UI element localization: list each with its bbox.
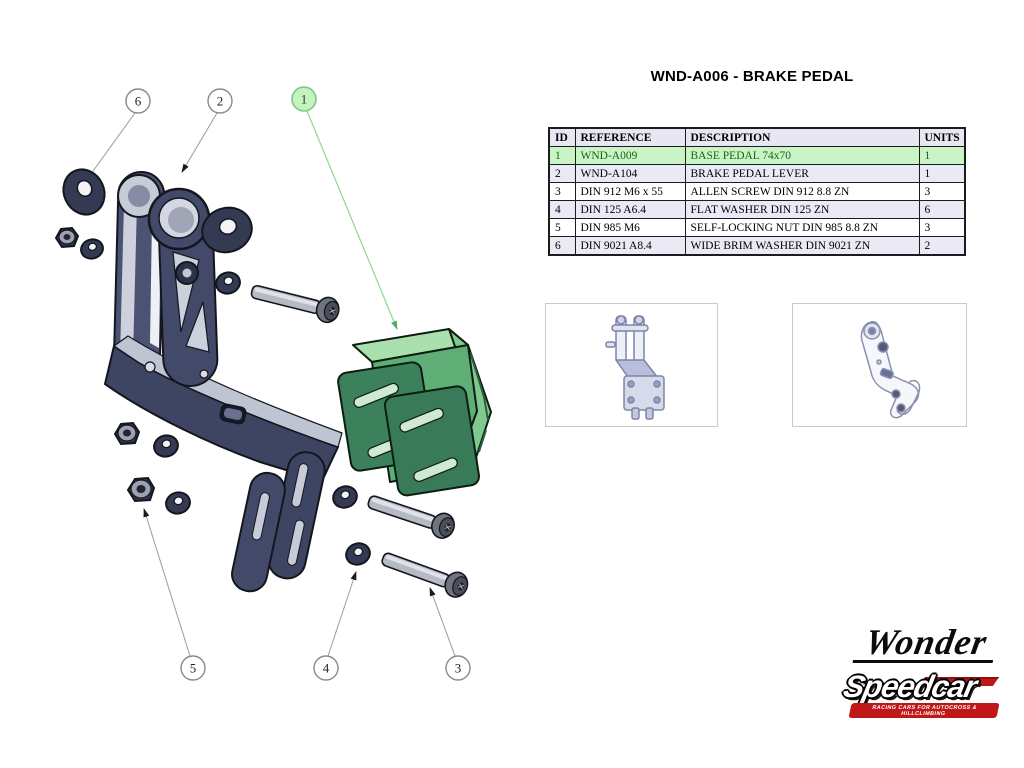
speedcar-logo: Speedcar RACING CARS FOR AUTOCROSS & HIL… xyxy=(840,669,1006,718)
self-locking-nut-graphic xyxy=(54,226,80,249)
cell-description: SELF-LOCKING NUT DIN 985 8.8 ZN xyxy=(684,218,920,237)
cell-reference: DIN 125 A6.4 xyxy=(574,200,686,219)
allen-screw-graphic xyxy=(250,284,340,324)
callout-6-label: 6 xyxy=(135,94,142,109)
leader-line-2 xyxy=(181,112,218,173)
thumbnail-assembly-front-view xyxy=(545,303,718,427)
callout-2-label: 2 xyxy=(217,94,224,109)
allen-screw-graphic xyxy=(381,552,469,598)
speedcar-tagline: RACING CARS FOR AUTOCROSS & HILLCLIMBING xyxy=(848,703,1000,718)
column-header-units: UNITS xyxy=(918,127,966,147)
washers xyxy=(62,168,371,566)
allen-screws xyxy=(250,284,469,598)
cell-description: BRAKE PEDAL LEVER xyxy=(684,164,920,183)
callout-1-highlighted: 1 xyxy=(291,86,317,112)
column-header-id: ID xyxy=(548,127,576,147)
cell-id: 2 xyxy=(548,164,576,183)
callout-5: 5 xyxy=(180,655,206,681)
cell-id: 5 xyxy=(548,218,576,237)
cell-reference: WND-A104 xyxy=(574,164,686,183)
leader-line-6 xyxy=(87,112,136,179)
leader-line-4 xyxy=(327,571,357,657)
column-header-reference: REFERENCE xyxy=(574,127,686,147)
assembly-front-view-drawing xyxy=(605,315,665,420)
bom-row: 3 DIN 912 M6 x 55 ALLEN SCREW DIN 912 8.… xyxy=(548,182,966,201)
self-locking-nut-graphic xyxy=(126,476,156,503)
callout-6: 6 xyxy=(125,88,151,114)
flat-washer-graphic xyxy=(153,434,179,458)
cell-description: WIDE BRIM WASHER DIN 9021 ZN xyxy=(684,236,920,256)
callout-4: 4 xyxy=(313,655,339,681)
leader-line-3 xyxy=(429,587,456,657)
leader-line-1 xyxy=(306,110,398,330)
column-header-description: DESCRIPTION xyxy=(684,127,920,147)
flat-washer-graphic xyxy=(80,238,104,260)
self-locking-nut-graphic xyxy=(113,421,141,446)
bom-row: 2 WND-A104 BRAKE PEDAL LEVER 1 xyxy=(548,164,966,183)
wide-brim-washer-graphic xyxy=(201,206,253,254)
callout-4-label: 4 xyxy=(323,661,330,676)
leader-lines xyxy=(87,110,456,657)
cell-reference: DIN 9021 A8.4 xyxy=(574,236,686,256)
cell-id: 4 xyxy=(548,200,576,219)
bom-table: ID REFERENCE DESCRIPTION UNITS 1 WND-A00… xyxy=(548,127,966,256)
nuts xyxy=(54,226,156,503)
cell-description: FLAT WASHER DIN 125 ZN xyxy=(684,200,920,219)
bom-row-highlighted: 1 WND-A009 BASE PEDAL 74x70 1 xyxy=(548,146,966,165)
callout-5-label: 5 xyxy=(190,661,197,676)
page-title: WND-A006 - BRAKE PEDAL xyxy=(650,68,854,85)
brake-pedal-lever-graphic xyxy=(103,171,343,593)
leader-line-5 xyxy=(143,508,191,657)
speedcar-wordmark: Speedcar xyxy=(840,669,980,704)
cell-description: ALLEN SCREW DIN 912 8.8 ZN xyxy=(684,182,920,201)
cell-id: 3 xyxy=(548,182,576,201)
callout-3: 3 xyxy=(445,655,471,681)
cell-id: 1 xyxy=(548,146,576,165)
callout-3-label: 3 xyxy=(455,661,462,676)
bom-row: 4 DIN 125 A6.4 FLAT WASHER DIN 125 ZN 6 xyxy=(548,200,966,219)
cell-reference: DIN 912 M6 x 55 xyxy=(574,182,686,201)
callout-balloons: 6 2 1 5 4 3 xyxy=(125,86,471,681)
cell-units: 3 xyxy=(918,182,966,201)
flat-washer-graphic xyxy=(165,491,191,515)
cell-reference: DIN 985 M6 xyxy=(574,218,686,237)
bom-row: 5 DIN 985 M6 SELF-LOCKING NUT DIN 985 8.… xyxy=(548,218,966,237)
callout-2: 2 xyxy=(207,88,233,114)
cell-description: BASE PEDAL 74x70 xyxy=(684,146,920,165)
allen-screw-graphic xyxy=(367,495,455,539)
lever-side-view-drawing xyxy=(860,320,921,419)
thumbnail-lever-side-view xyxy=(792,303,967,427)
cell-id: 6 xyxy=(548,236,576,256)
callout-1-label: 1 xyxy=(301,92,308,107)
wide-brim-washer-graphic xyxy=(62,168,106,216)
cell-units: 2 xyxy=(918,236,966,256)
cell-units: 6 xyxy=(918,200,966,219)
wonder-logo: Wonder xyxy=(852,622,1000,663)
base-pedal-graphic xyxy=(337,328,492,497)
flat-washer-graphic xyxy=(215,271,241,295)
flat-washer-graphic xyxy=(345,542,371,566)
cell-units: 1 xyxy=(918,146,966,165)
cell-units: 1 xyxy=(918,164,966,183)
bom-row: 6 DIN 9021 A8.4 WIDE BRIM WASHER DIN 902… xyxy=(548,236,966,256)
flat-washer-graphic xyxy=(332,485,358,509)
bom-header-row: ID REFERENCE DESCRIPTION UNITS xyxy=(548,127,966,147)
cell-reference: WND-A009 xyxy=(574,146,686,165)
cell-units: 3 xyxy=(918,218,966,237)
